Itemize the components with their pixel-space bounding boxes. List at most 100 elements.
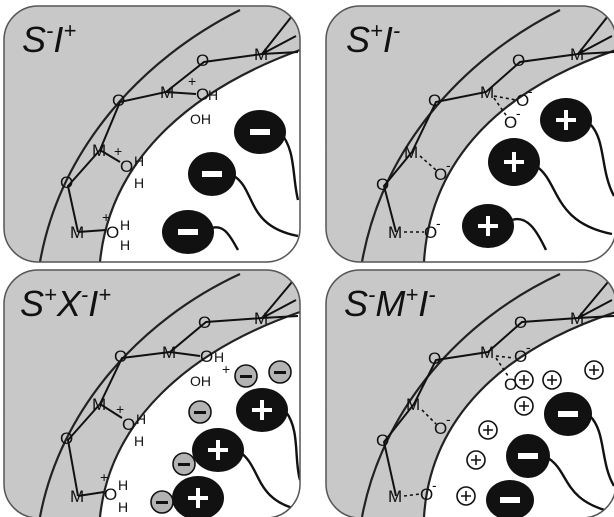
micelle-boundary <box>422 48 614 262</box>
negative-charge: - <box>528 83 533 99</box>
micelle-boundary <box>98 310 300 517</box>
plus-sign <box>252 400 272 420</box>
hydroxyl-group: OH <box>190 373 211 389</box>
metal-atom: M <box>160 83 174 102</box>
oxygen-atom: O <box>60 429 73 448</box>
plus-sign <box>478 216 498 236</box>
hydrogen-atom: H <box>120 217 130 233</box>
silica-wall-curve <box>38 273 241 517</box>
panel-label: S+X-I+ <box>20 282 111 324</box>
oxygen-atom: O <box>120 157 133 176</box>
minus-sign <box>500 497 520 503</box>
plus-sign <box>504 152 524 172</box>
oxygen-atom: O <box>434 165 447 184</box>
framework-atoms: M O M O M O M <box>60 309 268 506</box>
metal-atom: M <box>254 309 268 328</box>
panel-s-plus-i-minus: M O M O M O M O - O - O - O - <box>326 6 614 262</box>
oxygen-atom: O <box>114 347 127 366</box>
oxygen-atom: O <box>504 113 517 132</box>
hydrogen-atom: H <box>208 87 218 103</box>
hydrogen-atom: H <box>134 433 144 449</box>
metal-cation <box>478 420 498 440</box>
metal-atom: M <box>406 395 420 414</box>
oxygen-atom: O <box>376 175 389 194</box>
plus-sign <box>556 110 576 130</box>
anionic-surfactants <box>486 392 614 517</box>
hydrogen-atom: H <box>134 175 144 191</box>
oxygen-atom: O <box>104 485 117 504</box>
metal-atom: M <box>404 143 418 162</box>
panel-label: S+I- <box>346 18 400 60</box>
negative-charge: - <box>432 477 437 493</box>
micelle-boundary <box>422 310 614 517</box>
oxygen-atom: O <box>514 347 527 366</box>
panel-label: S-M+I- <box>344 282 436 324</box>
metal-cation <box>542 370 562 390</box>
minus-sign <box>250 129 270 135</box>
framework-atoms: M O M O M O M <box>60 45 268 242</box>
positive-charge: + <box>188 73 196 89</box>
panel-s-minus-i-plus: M O M O M O M O H + OH O H H + O H H + <box>4 6 300 262</box>
oxygen-atom: O <box>60 173 73 192</box>
metal-atom: M <box>480 343 494 362</box>
hydrogen-atom: H <box>118 499 128 515</box>
oxygen-atom: O <box>434 419 447 438</box>
metal-cation <box>456 486 476 506</box>
metal-atom: M <box>162 343 176 362</box>
metal-cation-mediators <box>456 360 604 506</box>
minus-sign <box>202 171 222 177</box>
oxygen-atom: O <box>198 313 211 332</box>
hydrogen-atom: H <box>214 349 224 365</box>
oxygen-atom: O <box>106 223 119 242</box>
hydrogen-atom: H <box>120 237 130 253</box>
micelle-boundary <box>98 48 300 262</box>
surface-hydroxyls: O H + OH O H H + O H H + <box>102 73 218 253</box>
metal-cation <box>466 450 486 470</box>
silica-wall-curve <box>360 273 561 517</box>
cationic-surfactants <box>462 98 614 251</box>
oxygen-atom: O <box>514 313 527 332</box>
oxygen-atom: O <box>428 91 441 110</box>
panel-s-minus-m-plus-i-minus: M O M O M O M O - O - O - O - <box>326 270 614 517</box>
anionic-surfactants <box>162 110 300 254</box>
positive-charge: + <box>116 401 124 417</box>
oxygen-atom: O <box>516 91 529 110</box>
metal-atom: M <box>480 83 494 102</box>
positive-charge: + <box>222 361 230 377</box>
oxygen-atom: O <box>196 51 209 70</box>
metal-atom: M <box>570 45 584 64</box>
framework-atoms: M O M O M O M <box>376 45 584 242</box>
metal-atom: M <box>92 395 106 414</box>
oxygen-atom: O <box>376 431 389 450</box>
framework-atoms: M O M O M O M <box>376 309 584 506</box>
negative-charge: - <box>516 105 521 121</box>
plus-sign <box>188 488 208 508</box>
oxygen-atom: O <box>428 349 441 368</box>
panel-label: S-I+ <box>22 18 76 60</box>
panel-s-plus-x-minus-i-plus: M O M O M O M O H OH + O H H + O H H + <box>4 270 300 517</box>
metal-atom: M <box>570 309 584 328</box>
positive-charge: + <box>100 469 108 485</box>
negative-charge: - <box>446 411 451 427</box>
deprotonated-oxygens: O - O - O - O - <box>404 83 533 242</box>
oxygen-atom: O <box>504 375 517 394</box>
hydrogen-atom: H <box>136 411 146 427</box>
metal-cation <box>584 360 604 380</box>
hydrogen-atom: H <box>118 477 128 493</box>
minus-sign <box>178 229 198 235</box>
oxygen-atom: O <box>112 91 125 110</box>
minus-sign <box>518 453 538 459</box>
oxygen-atom: O <box>420 485 433 504</box>
metal-atom: M <box>254 45 268 64</box>
minus-sign <box>558 411 578 417</box>
negative-charge: - <box>446 157 451 173</box>
hydrogen-atom: H <box>134 153 144 169</box>
metal-atom: M <box>70 223 84 242</box>
oxygen-atom: O <box>512 51 525 70</box>
metal-cation <box>514 396 534 416</box>
silica-wall-curve <box>38 9 241 262</box>
surface-hydroxyls: O H OH + O H H + O H H + <box>100 347 230 515</box>
oxygen-atom: O <box>424 223 437 242</box>
cationic-surfactants <box>172 388 300 517</box>
